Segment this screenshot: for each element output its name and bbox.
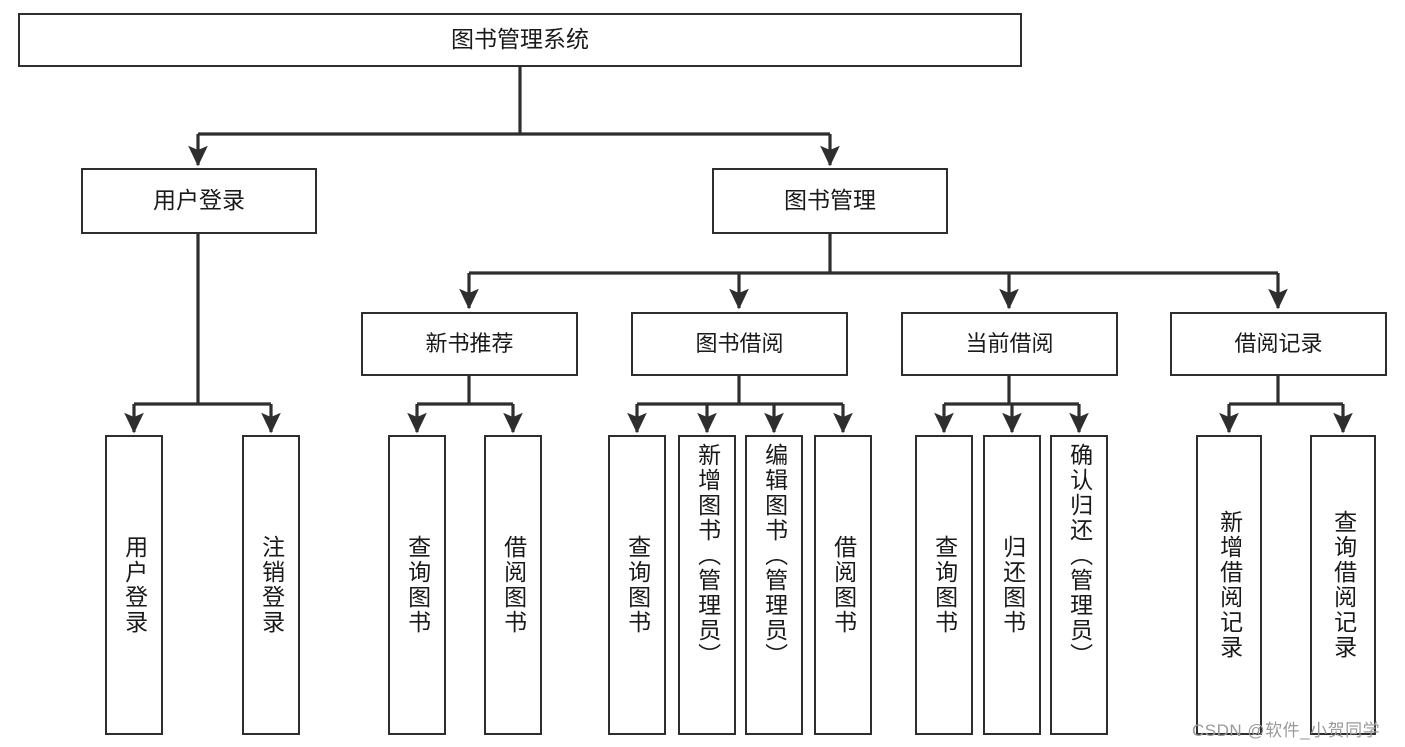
leaf-current-confirm-return-admin[interactable]: 确认归还（管理员） <box>1050 435 1108 735</box>
leaf-borrow-edit-book-admin[interactable]: 编辑图书（管理员） <box>745 435 803 735</box>
node-label: 图书管理 <box>784 187 876 214</box>
node-label: 查询图书 <box>931 535 958 635</box>
node-label: 用户登录 <box>153 187 245 214</box>
leaf-current-return-book[interactable]: 归还图书 <box>983 435 1041 735</box>
node-label: 查询借阅记录 <box>1330 510 1357 660</box>
node-label: 新增借阅记录 <box>1216 510 1243 660</box>
node-label: 新书推荐 <box>425 331 514 357</box>
leaf-borrow-borrow-book[interactable]: 借阅图书 <box>814 435 872 735</box>
node-borrow-record[interactable]: 借阅记录 <box>1170 312 1387 376</box>
node-label: 编辑图书（管理员） <box>761 443 788 668</box>
node-label: 借阅图书 <box>500 535 527 635</box>
node-label: 借阅记录 <box>1234 331 1323 357</box>
node-label: 图书借阅 <box>695 331 784 357</box>
node-current-borrow[interactable]: 当前借阅 <box>901 312 1118 376</box>
node-label: 查询图书 <box>624 535 651 635</box>
node-label: 当前借阅 <box>965 331 1054 357</box>
node-root-book-management-system[interactable]: 图书管理系统 <box>18 13 1022 67</box>
node-book-borrow[interactable]: 图书借阅 <box>631 312 848 376</box>
node-label: 查询图书 <box>404 535 431 635</box>
node-label: 新增图书（管理员） <box>694 443 721 668</box>
leaf-user-login-login[interactable]: 用户登录 <box>105 435 163 735</box>
leaf-recommend-query-book[interactable]: 查询图书 <box>388 435 446 735</box>
leaf-record-query-borrow-record[interactable]: 查询借阅记录 <box>1310 435 1376 735</box>
node-label: 借阅图书 <box>830 535 857 635</box>
leaf-borrow-query-book[interactable]: 查询图书 <box>608 435 666 735</box>
node-new-book-recommendation[interactable]: 新书推荐 <box>361 312 578 376</box>
leaf-borrow-add-book-admin[interactable]: 新增图书（管理员） <box>678 435 736 735</box>
node-user-login[interactable]: 用户登录 <box>81 168 317 234</box>
leaf-recommend-borrow-book[interactable]: 借阅图书 <box>484 435 542 735</box>
leaf-record-add-borrow-record[interactable]: 新增借阅记录 <box>1196 435 1262 735</box>
node-label: 归还图书 <box>999 535 1026 635</box>
node-label: 用户登录 <box>121 535 148 635</box>
node-label: 图书管理系统 <box>451 26 589 53</box>
csdn-watermark: CSDN @软件_小贺同学 <box>1192 721 1381 740</box>
node-label: 注销登录 <box>258 535 285 635</box>
node-label: 确认归还（管理员） <box>1066 443 1093 668</box>
leaf-user-login-logout[interactable]: 注销登录 <box>242 435 300 735</box>
leaf-current-query-book[interactable]: 查询图书 <box>915 435 973 735</box>
node-book-management[interactable]: 图书管理 <box>712 168 948 234</box>
